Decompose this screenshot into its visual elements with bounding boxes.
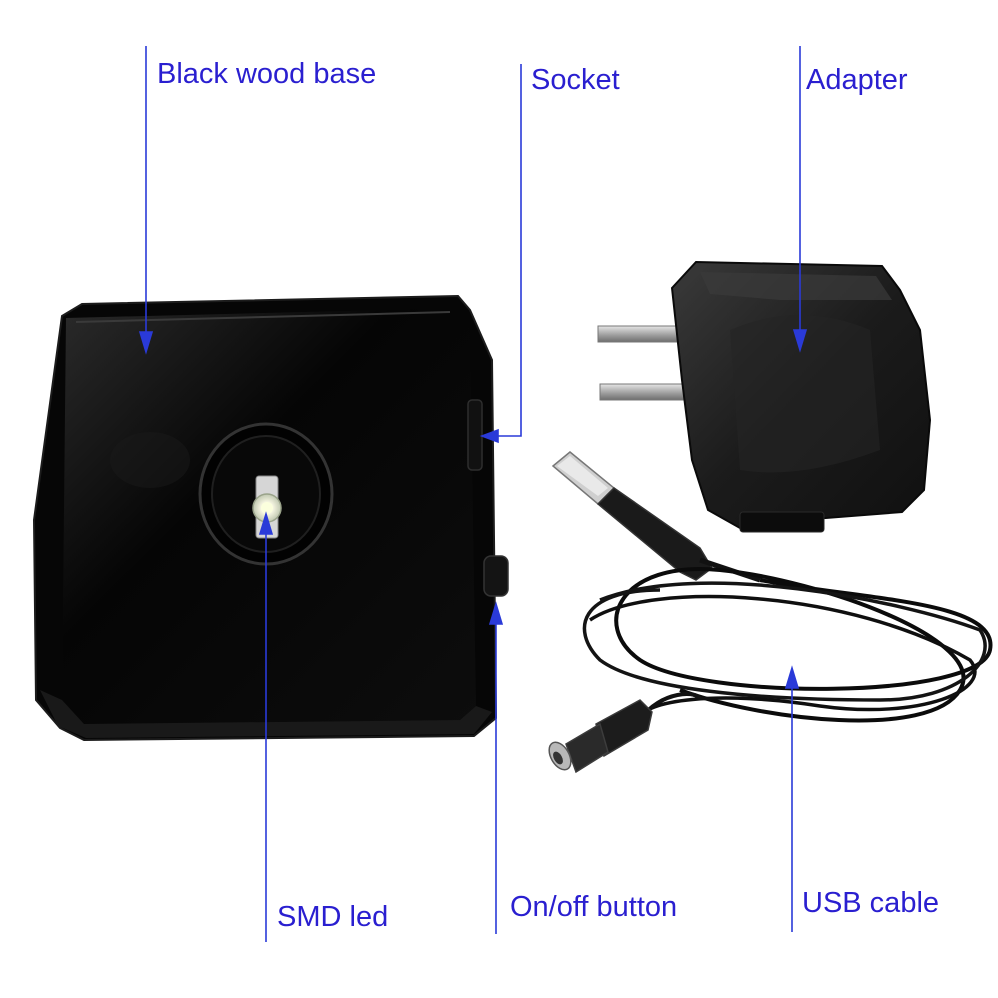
arrow-socket xyxy=(479,428,499,444)
label-on-off-button: On/off button xyxy=(510,891,678,923)
label-usb-cable: USB cable xyxy=(802,887,940,919)
socket-port xyxy=(467,399,483,471)
label-socket: Socket xyxy=(531,64,620,96)
label-black-wood-base: Black wood base xyxy=(157,58,377,90)
pointer-socket xyxy=(490,64,522,437)
label-smd-led: SMD led xyxy=(277,901,389,933)
adapter-prong-bottom xyxy=(599,383,691,401)
smd-led xyxy=(252,475,282,539)
label-adapter: Adapter xyxy=(806,64,908,96)
pointers xyxy=(138,46,808,942)
usb-cable xyxy=(548,451,993,774)
arrow-usb-cable xyxy=(784,665,800,689)
arrow-on-off-button xyxy=(488,601,504,625)
arrow-smd-led xyxy=(258,511,274,535)
arrow-black-wood-base xyxy=(138,331,154,355)
on-off-switch xyxy=(483,555,509,597)
black-wood-base xyxy=(32,294,509,742)
arrow-adapter xyxy=(792,329,808,353)
adapter xyxy=(597,260,932,533)
